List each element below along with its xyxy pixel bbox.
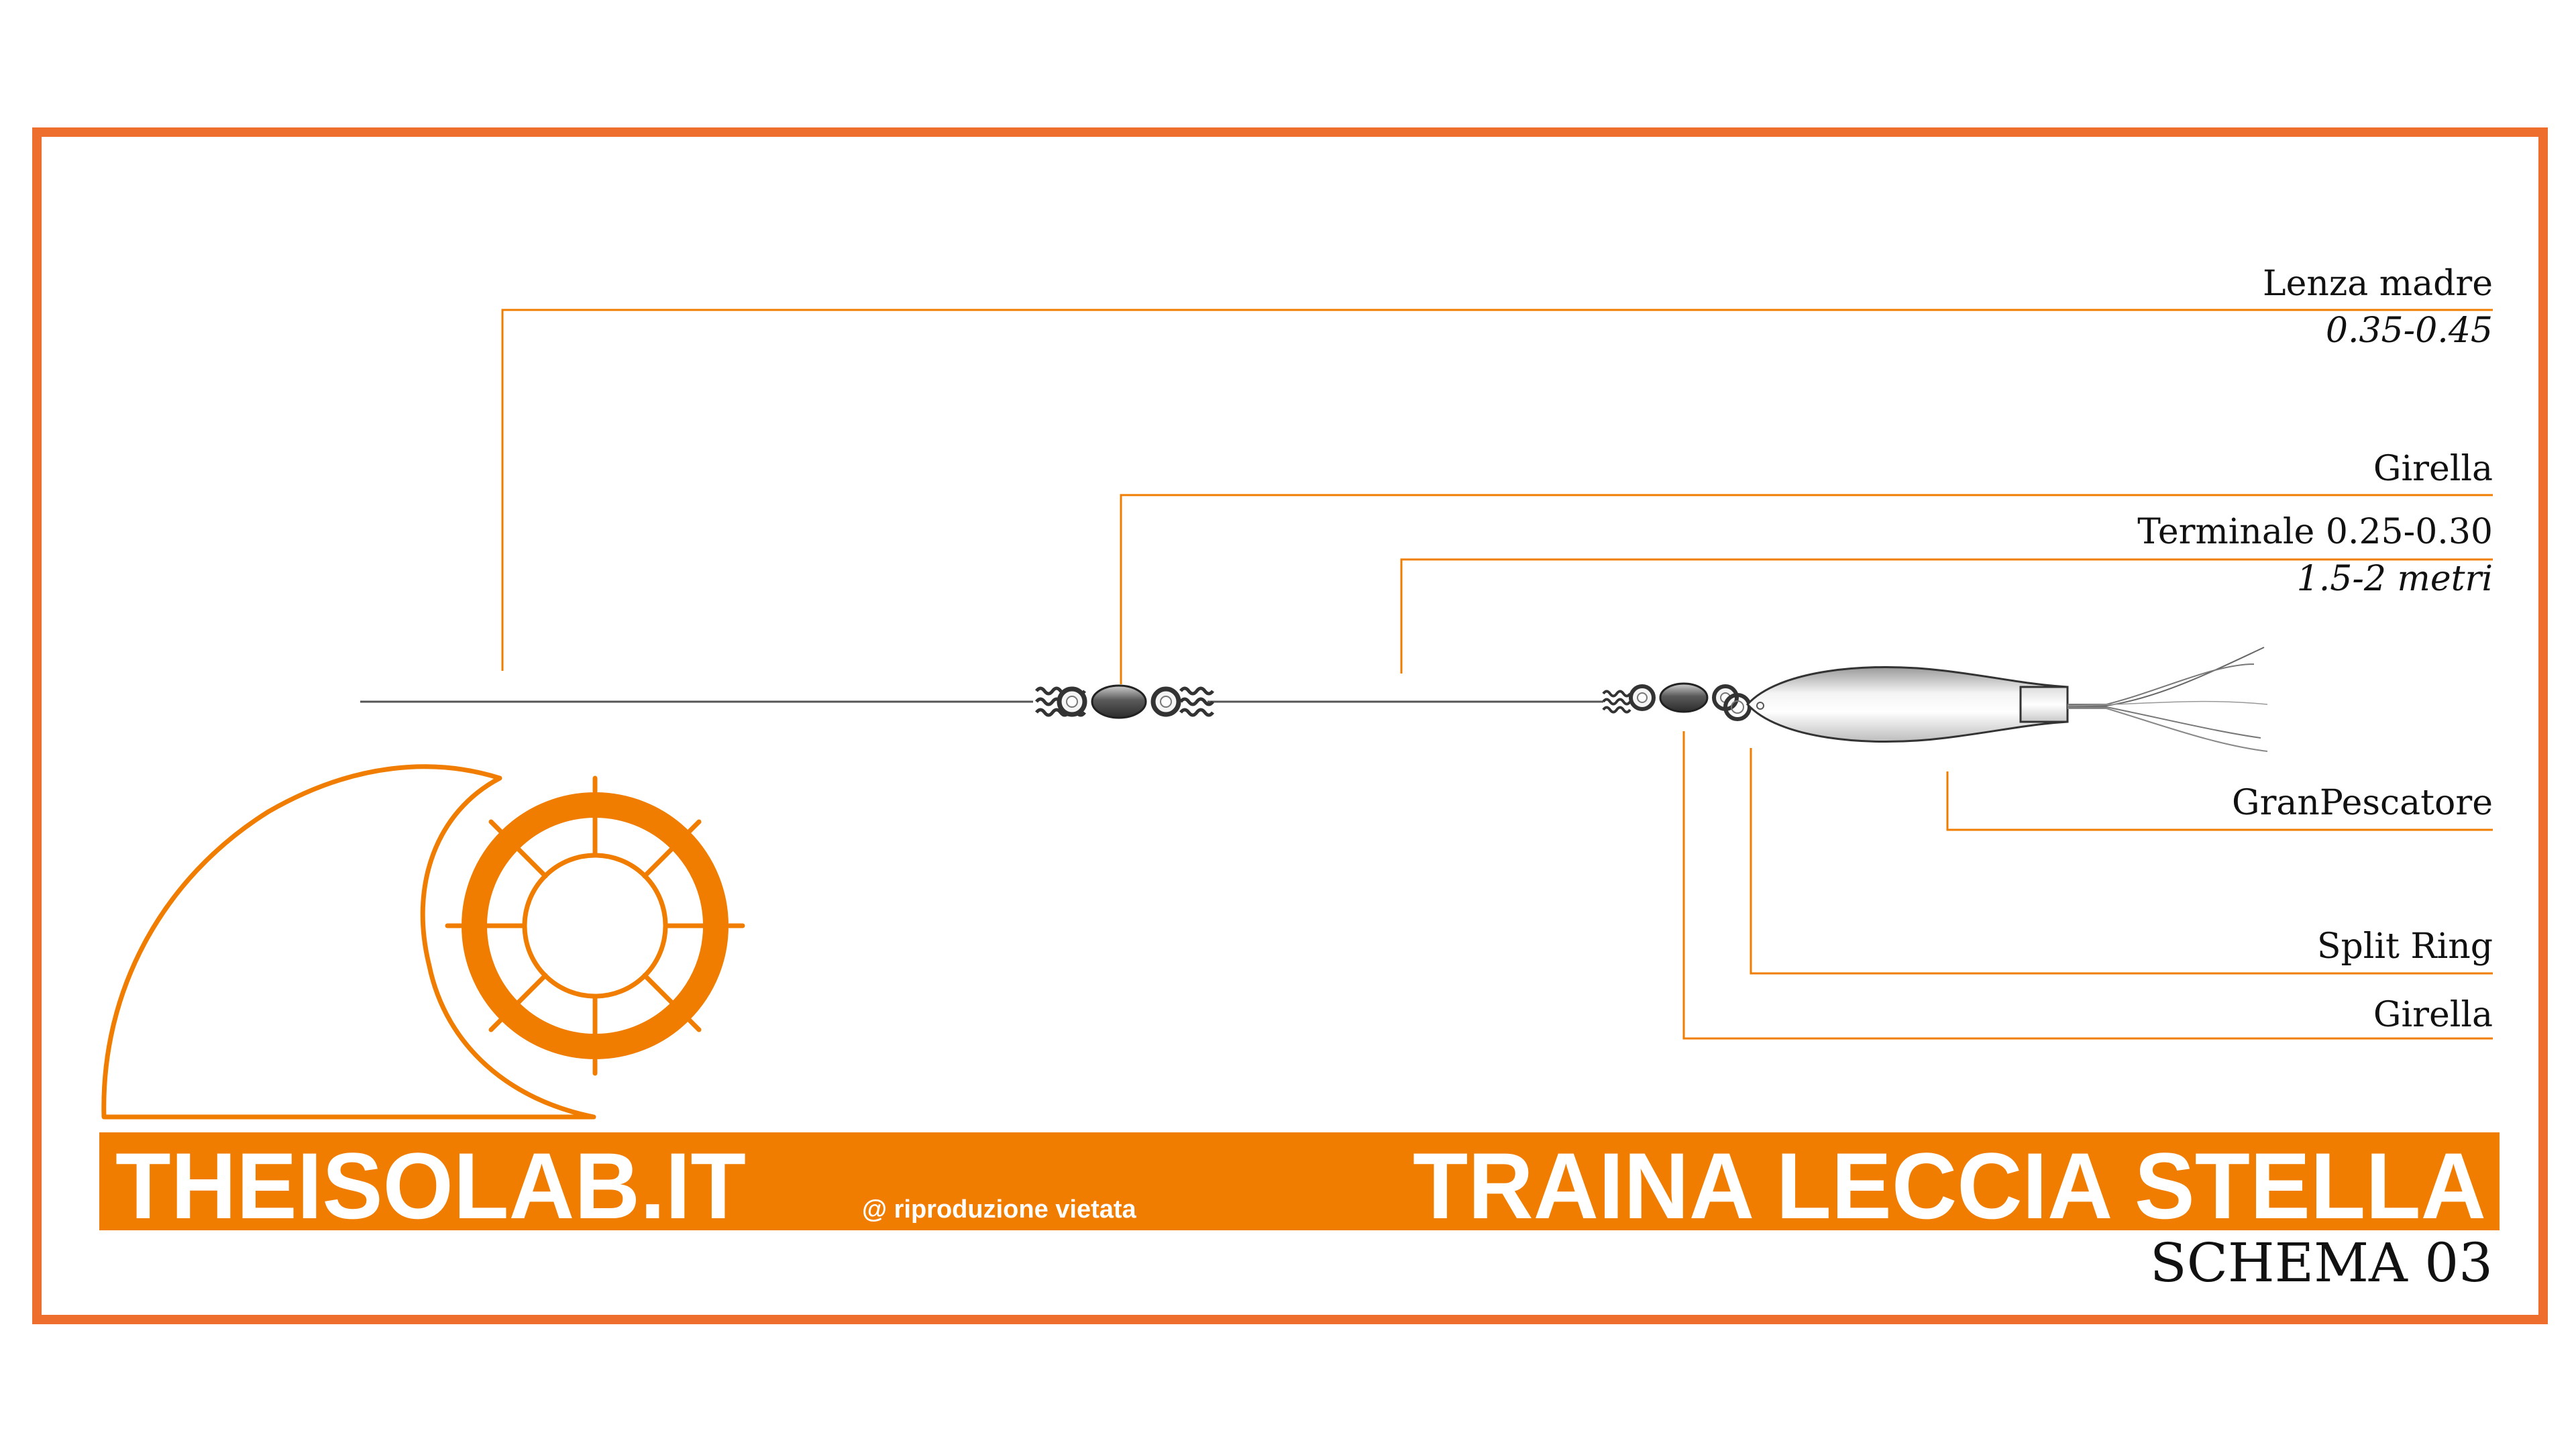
granpescatore-lure-icon: [1746, 647, 2268, 752]
callout-line-girella-bottom: [1682, 731, 2493, 1040]
callout-split-ring-label: Split Ring: [2317, 926, 2493, 967]
callout-line-granpescatore: [1946, 771, 2493, 831]
site-name: THEISOLAB.IT: [115, 1133, 746, 1238]
callout-line-girella-top: [1120, 494, 2493, 684]
callout-line-terminale: [1400, 558, 2493, 674]
callout-line-lenza-madre: [501, 309, 2493, 671]
callout-girella-top-label: Girella: [2373, 449, 2493, 489]
callout-lenza-madre-label: Lenza madre: [2263, 264, 2493, 304]
copyright-notice: @ riproduzione vietata: [862, 1195, 1137, 1224]
barrel-swivel-icon: [1602, 682, 1739, 714]
wave-and-ship-wheel-logo: [101, 764, 745, 1120]
callout-girella-bottom-label: Girella: [2373, 995, 2493, 1035]
barrel-swivel-icon: [1035, 684, 1214, 719]
title-banner: [99, 1132, 2500, 1230]
callout-granpescatore-label: GranPescatore: [2232, 783, 2493, 823]
callout-terminale-sub: 1.5-2 metri: [2297, 559, 2493, 599]
diagram-title: TRAINA LECCIA STELLA: [1413, 1133, 2486, 1238]
callout-terminale-label: Terminale 0.25-0.30: [2137, 512, 2493, 552]
outer-frame: [32, 127, 2548, 1324]
callout-line-split-ring: [1750, 748, 2493, 975]
callout-lenza-madre-sub: 0.35-0.45: [2326, 311, 2493, 351]
schema-number: SCHEMA 03: [2150, 1232, 2493, 1294]
